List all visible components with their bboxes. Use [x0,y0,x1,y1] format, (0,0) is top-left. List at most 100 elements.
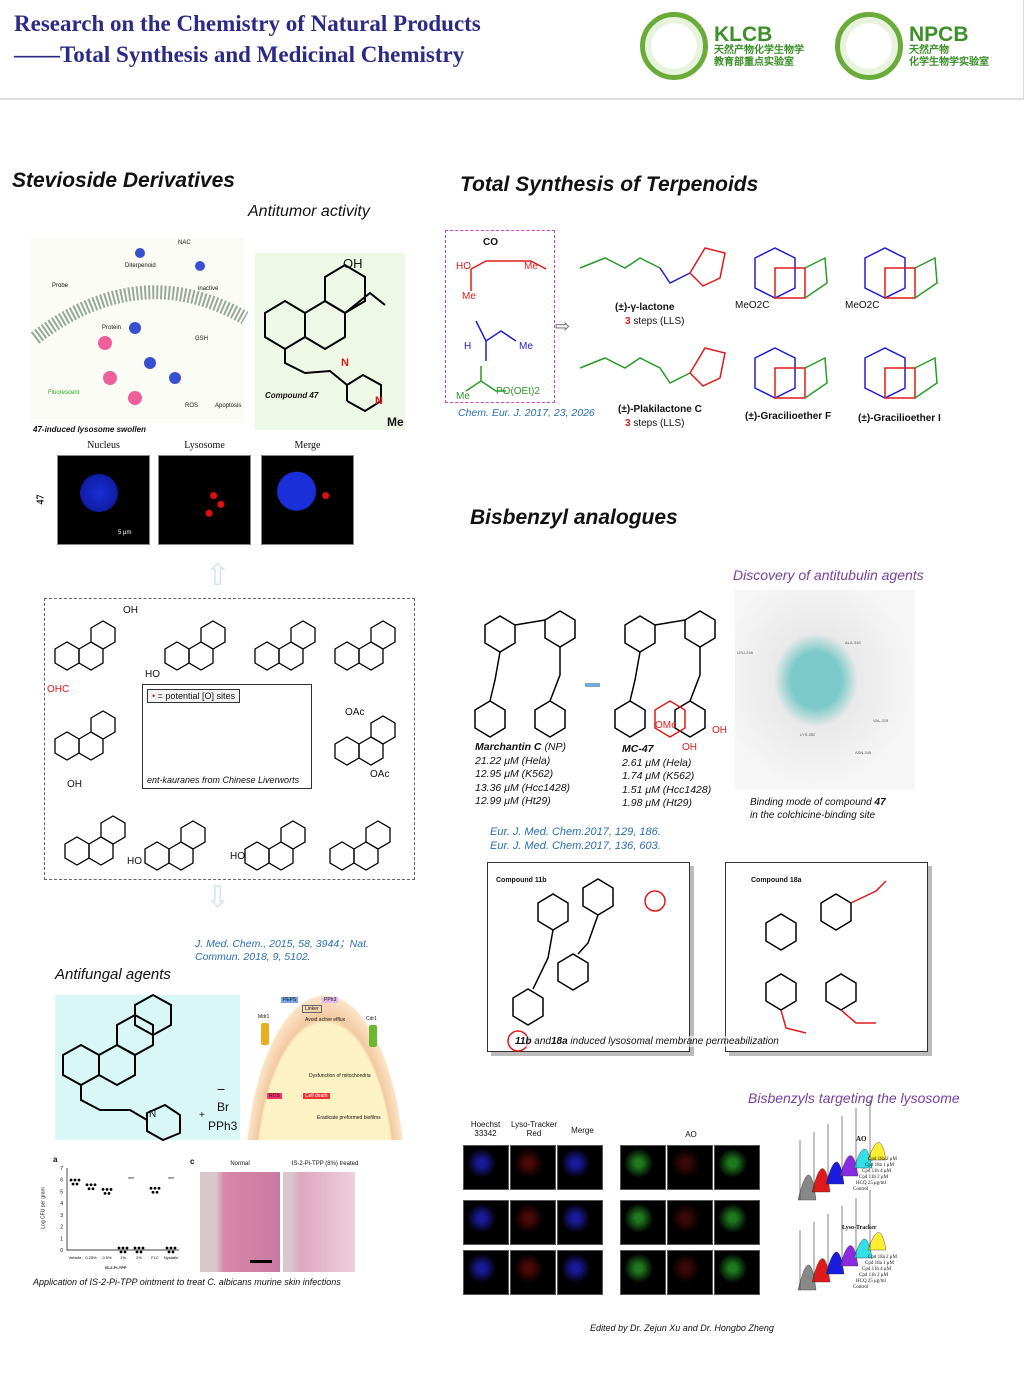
mechanism-figure: Probe Diterpenoid NAC inactive Protein G… [30,238,249,423]
micrograph [557,1200,603,1245]
micrograph [510,1250,556,1295]
label-normal: Normal [230,1161,250,1167]
compound-number: 47 [874,797,886,808]
data-point [69,1178,73,1182]
klcb-line1: 天然产物化学生物学 [714,44,804,56]
micrograph [463,1200,509,1245]
x-tick-label: Nystatin [164,1255,178,1260]
legend-entry: Control [853,1285,869,1290]
steps-label: steps (LLS) [633,418,685,429]
steps-label: steps (LLS) [633,316,685,327]
atom-pph3: PPh3 [208,1119,238,1133]
antifungal-title: Antifungal agents [55,966,171,983]
retrosynthesis-arrow-icon: ⇨ [555,316,571,336]
significance-label: *** [168,1177,174,1183]
data-point [73,1178,77,1182]
reference: Eur. J. Med. Chem.2017, 129, 186. [490,826,661,838]
histogram-peak [811,1258,831,1283]
panel-label-c: c [190,1157,195,1166]
marchantin-structures [474,610,716,738]
micrograph [510,1145,556,1190]
data-point [167,1250,171,1254]
histogram-peak [825,1162,845,1185]
data-point [125,1246,129,1250]
label-death: Cell death [303,1093,330,1099]
row-label-47: 47 [35,494,47,505]
section-title-stevioside: Stevioside Derivatives [12,169,235,192]
marchantin-title: Marchantin C (NP) [475,741,570,755]
ic50-value: 13.36 μM (Hcc1428) [475,781,571,794]
label-apoptosis: Apoptosis [215,403,242,409]
docking-caption-text2: in the colchicine-binding site [750,810,876,821]
antifungal-caption: Application of IS-2-Pi-TPP ointment to t… [33,1277,341,1287]
atom-me: Me [462,291,476,302]
step-count: 3 [625,316,631,327]
atom-me: Me [524,261,538,272]
y-tick-label: 3 [60,1213,63,1219]
data-point [173,1246,177,1250]
ic50-value: 12.95 μM (K562) [475,768,554,780]
data-point [85,1183,89,1187]
histogram-peak [867,1142,887,1161]
steps-gamma-lactone: 3 steps (LLS) [625,316,684,327]
arrow-down-icon: ⇩ [205,881,231,914]
product-gracilioether-f: (±)-Gracilioether F [745,411,832,422]
micrograph [620,1250,666,1295]
kaurane-caption: ent-kauranes from Chinese Liverworts [147,775,300,785]
histogram-plot [797,1100,887,1291]
atom-ho: HO [230,851,245,862]
micrograph [557,1145,603,1190]
data-point [133,1246,137,1250]
arrow-up-icon: ⇧ [205,559,231,592]
micrograph-lysosome [158,455,251,545]
mc-47-data: MC-47 2.61 μM (Hela) 1.74 μM (K562) 1.51… [622,743,711,811]
kaurane-panel: • = potential [O] sites ent-kauranes fro… [44,598,415,880]
ester-label: MeO2C [735,300,770,311]
ic50-value: 1.98 μM (Ht29) [622,797,692,809]
histology-normal [200,1172,280,1272]
legend-entry: Cpd 18a 1 μM [865,1261,894,1266]
atom-n1: N [341,357,349,369]
label-lysotracker: Lyso-Tracker Red [510,1120,558,1138]
data-point [105,1188,109,1191]
micrograph [714,1145,760,1190]
data-point [101,1188,105,1191]
npcb-logo: NPCB 天然产物 化学生物学实验室 [835,12,989,80]
histogram-peak [839,1155,859,1177]
residue-label: VAL-315 [873,718,889,723]
data-point [119,1250,123,1254]
atom-po-oet2: PO(OEt)2 [496,386,540,397]
docking-caption: Binding mode of compound 47 in the colch… [750,796,886,822]
micrograph [667,1145,713,1190]
building-blocks-box: CO HO Me Me H Me Me PO(OEt)2 [445,230,555,403]
label-mdr1: Mdr1 [258,1014,270,1020]
label-mito: Dysfunction of mitochondria [309,1073,371,1079]
y-tick-label: 1 [60,1236,63,1242]
residue-label: ALA-316 [845,640,861,645]
red-dot-icon: • [152,691,156,701]
data-point [77,1178,81,1182]
product-gamma-lactone: (±)-γ-lactone [615,302,675,313]
y-tick-label: 2 [60,1225,63,1231]
klcb-name: KLCB [714,22,773,46]
data-point [103,1192,107,1195]
np-tag: (NP) [544,741,567,753]
label-merge: Merge [294,440,321,451]
label-peps: PEPS [281,997,299,1003]
atom-ho: HO [145,669,160,680]
label-biofilm: Eradicate preformed biofilms [317,1115,381,1121]
klcb-logo: KLCB 天然产物化学生物学 教育部重点实验室 [640,12,804,80]
compound-47-structure: OH N N Me Compound 47 [255,253,405,430]
antitumor-subtitle: Antitumor activity [248,203,370,220]
ester-label: MeO2C [845,300,880,311]
y-tick-label: 7 [60,1166,63,1172]
label-hoechst: Hoechst 33342 [470,1120,501,1138]
atom-ho: HO [127,856,142,867]
label-efflux: Avoid active efflux [305,1017,346,1023]
legend-entry: HCQ 25 μg/ml [856,1181,886,1186]
cpd-18a: 18a [550,1036,568,1047]
marchantin-name: Marchantin C [475,741,542,753]
